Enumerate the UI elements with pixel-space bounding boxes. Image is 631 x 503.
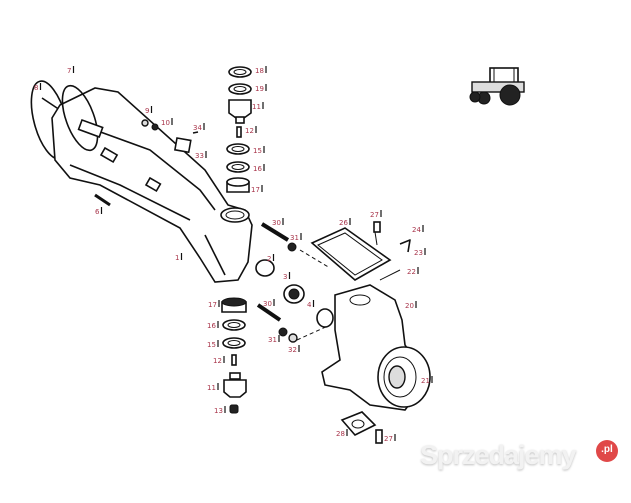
- cover-plate-26: [310, 227, 392, 281]
- callout-1: 1: [175, 254, 179, 262]
- callout-34: 34: [193, 124, 202, 132]
- callout-10: 10: [161, 119, 170, 127]
- callout-28: 28: [336, 430, 345, 438]
- callout-30: 30: [263, 300, 272, 308]
- bolt-30-lower: [256, 303, 282, 322]
- callout-7: 7: [67, 67, 71, 75]
- upper-kingpin-stack: [226, 66, 252, 193]
- bolt-6: [94, 193, 111, 207]
- callout-31: 31: [290, 234, 299, 242]
- nut-9: [141, 119, 149, 127]
- callout-13: 13: [214, 407, 223, 415]
- callout-12: 12: [245, 127, 254, 135]
- callout-26: 26: [339, 219, 348, 227]
- steering-knuckle: [316, 284, 431, 411]
- callout-33: 33: [195, 152, 204, 160]
- callout-16: 16: [253, 165, 262, 173]
- callout-21: 21: [421, 377, 430, 385]
- callout-15: 15: [253, 147, 262, 155]
- bolt-30-upper: [260, 222, 290, 242]
- callout-30: 30: [272, 219, 281, 227]
- lower-kingpin-stack: [221, 297, 247, 414]
- callout-24: 24: [412, 226, 421, 234]
- axle-housing: [51, 84, 253, 283]
- callout-17: 17: [208, 301, 217, 309]
- callout-27: 27: [370, 211, 379, 219]
- watermark-text: Sprzedajemy: [420, 440, 577, 470]
- tractor-icon: [469, 67, 525, 106]
- callout-19: 19: [255, 85, 264, 93]
- callout-31: 31: [268, 336, 277, 344]
- bushing-2: [255, 259, 275, 277]
- callout-4: 4: [307, 301, 312, 309]
- callout-23: 23: [414, 249, 423, 257]
- callout-27: 27: [384, 435, 393, 443]
- callout-16: 16: [207, 322, 216, 330]
- callout-9: 9: [145, 107, 149, 115]
- callout-18: 18: [255, 67, 264, 75]
- callout-11: 11: [207, 384, 216, 392]
- callout-8: 8: [34, 84, 38, 92]
- callout-32: 32: [288, 346, 297, 354]
- callout-2: 2: [267, 255, 271, 263]
- callout-20: 20: [405, 302, 414, 310]
- callout-22: 22: [407, 268, 416, 276]
- nut-10: [151, 123, 159, 131]
- callout-labels: 7891034336118191112151617303123262724232…: [34, 66, 433, 443]
- callout-12: 12: [213, 357, 222, 365]
- watermark-badge: .pl: [596, 440, 618, 462]
- callout-15: 15: [207, 341, 216, 349]
- callout-3: 3: [283, 273, 287, 281]
- gasket-28: [340, 411, 377, 436]
- plate-33: [173, 137, 192, 154]
- callout-17: 17: [251, 186, 260, 194]
- callout-6: 6: [95, 208, 100, 216]
- callout-11: 11: [252, 103, 261, 111]
